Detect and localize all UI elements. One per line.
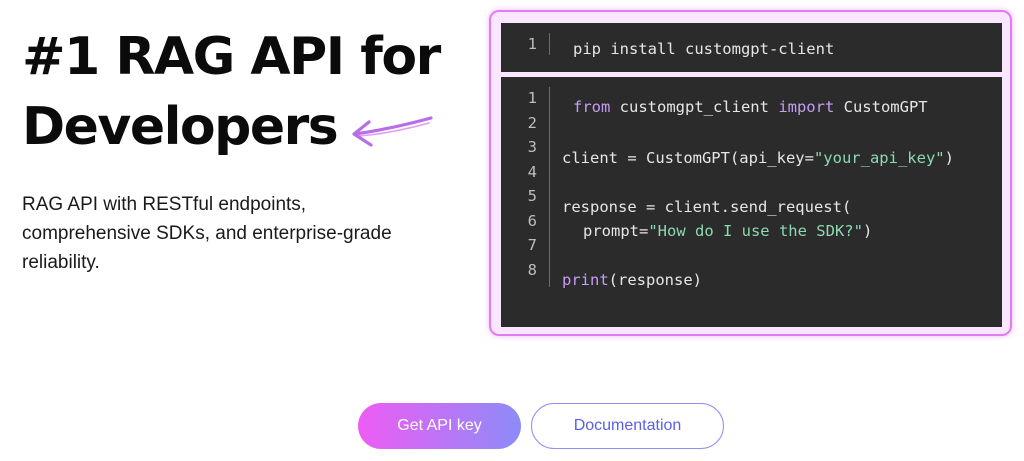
string-literal: "How do I use the SDK?" xyxy=(648,222,863,240)
line-number: 2 xyxy=(527,114,537,132)
code-line-1: from customgpt_client import CustomGPT xyxy=(573,98,928,116)
code-text: customgpt_client xyxy=(610,98,779,116)
keyword: import xyxy=(778,98,835,116)
gutter-divider xyxy=(549,33,550,55)
install-command: pip install customgpt-client xyxy=(573,40,835,58)
keyword: from xyxy=(573,98,611,116)
line-number: 1 xyxy=(527,89,537,107)
documentation-button[interactable]: Documentation xyxy=(531,403,724,449)
code-gutter: 1 2 3 4 5 6 7 8 xyxy=(501,77,550,327)
install-gutter: 1 xyxy=(501,23,550,72)
install-code-block: 1 pip install customgpt-client xyxy=(501,23,1002,72)
line-number: 3 xyxy=(527,138,537,156)
keyword: print xyxy=(562,271,609,289)
arrow-left-icon xyxy=(352,116,433,147)
line-number: 1 xyxy=(527,35,537,53)
hero-subtitle-line-1: RAG API with RESTful endpoints, xyxy=(22,194,307,215)
line-number: 8 xyxy=(527,261,537,279)
code-text: CustomGPT xyxy=(834,98,928,116)
code-text: prompt= xyxy=(583,222,649,240)
line-number: 6 xyxy=(527,212,537,230)
code-text: (response) xyxy=(608,271,702,289)
code-line-6: prompt="How do I use the SDK?") xyxy=(583,222,872,240)
code-line-3: client = CustomGPT(api_key="your_api_key… xyxy=(562,149,954,167)
get-api-key-label: Get API key xyxy=(397,417,482,434)
documentation-label: Documentation xyxy=(573,417,682,434)
line-number: 4 xyxy=(527,163,537,181)
line-number: 5 xyxy=(527,187,537,205)
get-api-key-button[interactable]: Get API key xyxy=(358,403,521,449)
gutter-divider xyxy=(549,87,550,287)
python-code-block: 1 2 3 4 5 6 7 8 from customgpt_client im… xyxy=(501,77,1002,327)
hero-title-line-1: #1 RAG API for xyxy=(22,27,441,87)
string-literal: "your_api_key" xyxy=(813,149,945,167)
hero-subtitle: RAG API with RESTful endpoints, comprehe… xyxy=(22,190,472,277)
code-line-8: print(response) xyxy=(562,271,702,289)
code-text: client = CustomGPT(api_key= xyxy=(562,149,814,167)
hero-subtitle-line-3: reliability. xyxy=(22,252,100,273)
code-sample-frame: 1 pip install customgpt-client 1 2 3 4 5… xyxy=(489,10,1012,336)
hero-title: #1 RAG API for Developers xyxy=(22,22,441,162)
code-text: ) xyxy=(944,149,954,167)
code-line-5: response = client.send_request( xyxy=(562,198,852,216)
line-number: 7 xyxy=(527,236,537,254)
code-text: ) xyxy=(862,222,873,240)
hero-title-line-2: Developers xyxy=(22,97,339,157)
hero-subtitle-line-2: comprehensive SDKs, and enterprise-grade xyxy=(22,223,392,244)
